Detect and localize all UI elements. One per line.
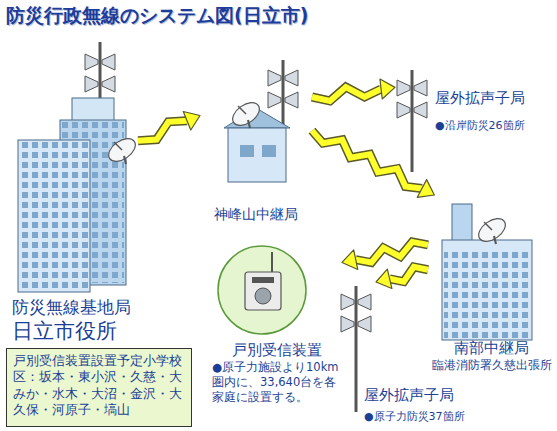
speaker <box>85 76 115 92</box>
speaker <box>268 70 298 86</box>
node-note: 臨港消防署久慈出張所 <box>432 358 552 373</box>
node-label: 屋外拡声子局 <box>364 386 454 406</box>
arrow-head <box>183 111 200 130</box>
dish <box>475 214 510 246</box>
node-label: 神峰山中継局 <box>214 205 298 223</box>
node-note: 日立市役所 <box>12 318 117 345</box>
node-label: 戸別受信装置設置予定小学校区：坂本・東小沢・久慈・大みか・水木・大沼・金沢・大久… <box>13 353 185 418</box>
speaker-pole <box>355 286 358 412</box>
arrow-body <box>312 131 422 189</box>
signal-arrow <box>376 267 428 289</box>
arrow-outline <box>312 131 422 189</box>
station-node: 防災無線基地局日立市役所 <box>8 40 138 345</box>
node-label: 防災無線基地局 <box>12 296 131 318</box>
signal-arrow <box>312 79 395 101</box>
speaker <box>341 294 371 310</box>
receiver-circle <box>218 246 306 334</box>
arrow-outline <box>138 121 187 141</box>
antenna-pole <box>99 42 102 104</box>
arrow-outline <box>390 267 428 282</box>
building-block <box>18 140 90 292</box>
signal-arrow <box>138 111 200 140</box>
station-node: 南部中継局臨港消防署久慈出張所 <box>428 195 555 373</box>
node-note: ●原子力施設より10km圏内に、33,640台を各家庭に設置する。 <box>212 360 342 405</box>
signal-arrow <box>342 242 428 270</box>
speaker <box>397 80 427 96</box>
arrow-outline <box>356 242 428 263</box>
arrow-head <box>376 269 392 288</box>
arrow-body <box>312 87 381 101</box>
speaker <box>341 316 371 332</box>
signal-arrow <box>312 131 434 198</box>
diagram-title: 防災行政無線のシステム図(日立市) <box>6 3 308 29</box>
node-label: 戸別受信装置 <box>232 341 322 361</box>
station-node: 神峰山中継局 <box>200 55 312 223</box>
receiver-device <box>245 272 281 310</box>
arrow-body <box>356 242 428 263</box>
window <box>240 145 254 157</box>
receiver-antenna <box>271 252 273 274</box>
relay-building <box>442 240 532 340</box>
arrow-head <box>380 79 395 99</box>
arrow-body <box>138 121 187 141</box>
node-label: 南部中継局 <box>454 339 529 359</box>
speaker <box>268 92 298 108</box>
speaker-pole <box>411 70 414 172</box>
arrow-outline <box>312 87 381 101</box>
window <box>262 145 276 157</box>
arrow-body <box>390 267 428 282</box>
node-label: 屋外拡声子局 <box>435 89 525 109</box>
receiver-speaker <box>255 288 271 304</box>
station-node: 屋外拡声子局 ●沿岸防災26箇所 <box>395 65 553 177</box>
note-box: 戸別受信装置設置予定小学校区：坂本・東小沢・久慈・大みか・水木・大沼・金沢・大久… <box>6 348 192 427</box>
speaker <box>85 54 115 70</box>
speaker <box>397 102 427 118</box>
dish <box>229 98 264 130</box>
building-windows <box>444 250 530 338</box>
arrow-head <box>342 250 358 270</box>
building-windows <box>20 142 88 290</box>
node-note: ●沿岸防災26箇所 <box>435 119 525 133</box>
relay-house <box>228 128 286 182</box>
station-node: 屋外拡声子局 ●原子力防災37箇所 <box>342 282 478 427</box>
dish <box>105 134 140 166</box>
arrow-head <box>417 180 434 198</box>
station-node: 戸別受信装置●原子力施設より10km圏内に、33,640台を各家庭に設置する。 <box>208 243 342 405</box>
node-note: ●原子力防災37箇所 <box>364 410 465 424</box>
receiver-display <box>252 277 274 283</box>
